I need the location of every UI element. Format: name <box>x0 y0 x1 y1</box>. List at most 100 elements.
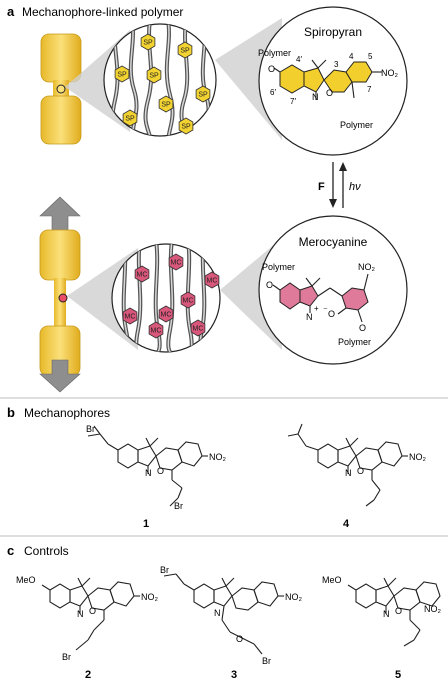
compound-2-no2: NO₂ <box>141 592 159 602</box>
spiropyran-num-5: 5 <box>368 52 373 61</box>
mc-hexagon <box>134 265 150 283</box>
mc-hexagon-label: MC <box>171 260 182 267</box>
panel-b-letter: b <box>7 405 15 420</box>
sp-hexagon <box>122 109 138 127</box>
mc-hexagon-label: MC <box>137 272 148 279</box>
spiropyran-o-left: O <box>268 64 275 74</box>
compound-4-n: N <box>345 468 352 478</box>
merocyanine-o-minus: O <box>328 309 335 319</box>
merocyanine-minus: ⁻ <box>323 305 328 315</box>
compound-1-br-top: Br <box>86 424 95 434</box>
mc-hexagon <box>180 291 196 309</box>
spiropyran-n: N <box>312 92 319 102</box>
spiropyran-title: Spiropyran <box>304 25 362 39</box>
sp-hexagon-label: SP <box>180 48 190 55</box>
mc-hexagon <box>122 307 138 325</box>
compound-3-br-top: Br <box>160 565 169 575</box>
compound-3-structure <box>163 573 284 655</box>
sp-hexagon <box>114 65 130 83</box>
spiropyran-num-4: 4 <box>349 52 354 61</box>
equilibrium-arrows: F hν <box>318 162 361 208</box>
compound-3-no2: NO₂ <box>285 592 303 602</box>
mc-hexagons: MC MC MC MC MC MC MC MC <box>122 253 220 339</box>
sp-hexagon <box>178 117 194 135</box>
spiropyran-no2: NO₂ <box>381 68 399 78</box>
light-label: hν <box>349 181 361 193</box>
mc-hexagon-label: MC <box>125 314 136 321</box>
compound-1-n: N <box>145 468 152 478</box>
spiropyran-polymer-bottom: Polymer <box>340 120 373 130</box>
polymer-network-top <box>103 23 217 137</box>
spiropyran-o-ring: O <box>326 88 333 98</box>
compound-2-o: O <box>89 606 96 616</box>
merocyanine-o-left: O <box>266 280 273 290</box>
compound-1-number: 1 <box>143 518 149 530</box>
spiropyran-num-7: 7 <box>367 85 372 94</box>
merocyanine-polymer-right: Polymer <box>338 337 371 347</box>
compound-5-no2: NO₂ <box>424 604 442 614</box>
mc-hexagon-label: MC <box>207 278 218 285</box>
dogbone-unstretched <box>40 33 82 145</box>
compound-3-o: O <box>236 634 243 644</box>
merocyanine-polymer-left: Polymer <box>262 262 295 272</box>
spiropyran-polymer-top: Polymer <box>258 48 291 58</box>
compound-3-br-bottom: Br <box>262 656 271 666</box>
merocyanine-no2: NO₂ <box>358 262 376 272</box>
spiropyran-num-6p: 6′ <box>270 88 276 97</box>
force-label: F <box>318 181 325 193</box>
sp-hexagon-label: SP <box>181 124 191 131</box>
compound-5-n: N <box>383 609 390 619</box>
panel-c-letter: c <box>7 543 14 558</box>
panel-c-title: Controls <box>24 544 69 558</box>
mc-hexagon <box>204 271 220 289</box>
compound-2-meo: MeO <box>16 575 36 585</box>
mc-hexagon-label: MC <box>183 298 194 305</box>
sp-hexagon-label: SP <box>149 73 159 80</box>
sp-hexagon <box>140 33 156 51</box>
mc-hexagon-label: MC <box>193 326 204 333</box>
sp-hexagon <box>146 66 162 84</box>
merocyanine-title: Merocyanine <box>299 235 368 249</box>
merocyanine-structure: Merocyanine Polymer O N + O ⁻ NO₂ O Poly… <box>258 215 408 365</box>
mc-hexagon-label: MC <box>151 328 162 335</box>
mc-hexagon <box>148 321 164 339</box>
compound-1-br-bottom: Br <box>174 501 183 511</box>
merocyanine-n: N <box>306 312 313 322</box>
stretch-arrow-down <box>39 359 81 393</box>
dogbone-stretched <box>39 196 81 393</box>
spiropyran-num-4p: 4′ <box>296 55 302 64</box>
compound-2-number: 2 <box>85 669 91 681</box>
compound-2-structure <box>41 577 140 651</box>
compound-1-structure <box>87 425 208 507</box>
merocyanine-plus: + <box>314 304 319 313</box>
compound-1-no2: NO₂ <box>209 452 227 462</box>
compound-4-o: O <box>357 466 364 476</box>
spiropyran-structure: Spiropyran Polymer O 4′ 6′ 7′ N O 3 4 5 … <box>258 6 408 156</box>
compound-5-number: 5 <box>395 669 401 681</box>
mc-hexagon-label: MC <box>161 312 172 319</box>
compound-4-no2: NO₂ <box>409 452 427 462</box>
sp-hexagon-label: SP <box>198 92 208 99</box>
sp-hexagon <box>158 95 174 113</box>
compound-5-o: O <box>395 606 402 616</box>
sp-hexagon-label: SP <box>125 116 135 123</box>
panel-b-title: Mechanophores <box>24 406 110 420</box>
compound-3-n: N <box>214 608 221 618</box>
sp-hexagon-label: SP <box>117 72 127 79</box>
merocyanine-o-right: O <box>359 323 366 333</box>
compound-1-o: O <box>157 466 164 476</box>
compound-5-structure <box>347 577 441 647</box>
spiropyran-num-3: 3 <box>334 60 339 69</box>
compound-2-br: Br <box>62 652 71 662</box>
compound-3-number: 3 <box>231 669 237 681</box>
compound-4-structure <box>287 423 408 507</box>
sp-hexagon-label: SP <box>143 40 153 47</box>
stretch-arrow-up <box>39 196 81 233</box>
compound-5-meo: MeO <box>322 575 342 585</box>
compound-4-number: 4 <box>343 518 350 530</box>
spiropyran-num-7p: 7′ <box>290 97 296 106</box>
mc-hexagon <box>190 319 206 337</box>
mc-hexagon <box>158 305 174 323</box>
sp-hexagon <box>195 85 211 103</box>
